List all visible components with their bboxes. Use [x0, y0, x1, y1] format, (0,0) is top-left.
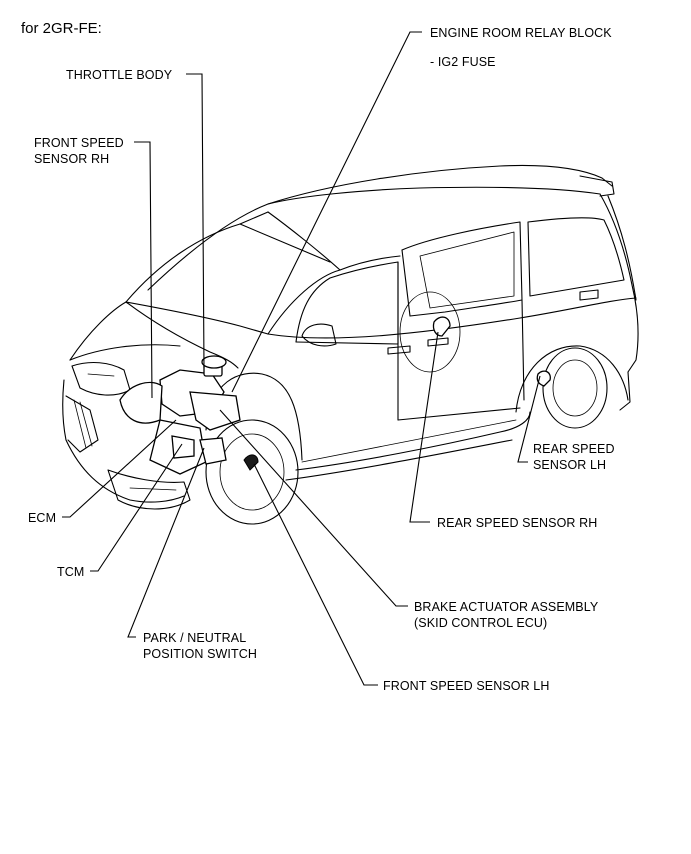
label-engine-room-relay-block: ENGINE ROOM RELAY BLOCK	[430, 26, 612, 40]
leader-brake-actuator	[219, 409, 408, 607]
diagram-header: for 2GR-FE:	[21, 20, 102, 37]
label-ecm: ECM	[28, 511, 57, 525]
leader-rear-speed-sensor-lh	[517, 375, 541, 463]
label-brake-actuator-line1: BRAKE ACTUATOR ASSEMBLY	[414, 600, 599, 614]
engine-components	[119, 355, 241, 475]
sensor-parts	[243, 316, 551, 471]
leader-lines	[62, 31, 541, 686]
label-park-neutral-line2: POSITION SWITCH	[143, 647, 257, 661]
leader-ecm	[62, 419, 177, 518]
leader-park-neutral	[127, 447, 205, 638]
label-brake-actuator-line2: (SKID CONTROL ECU)	[414, 616, 548, 630]
label-front-speed-sensor-rh-line2: SENSOR RH	[34, 152, 110, 166]
leader-rear-speed-sensor-rh	[409, 331, 439, 523]
vehicle-outline	[62, 164, 639, 525]
label-throttle-body: THROTTLE BODY	[66, 68, 173, 82]
leader-front-speed-sensor-rh	[134, 141, 153, 399]
label-front-speed-sensor-rh-line1: FRONT SPEED	[34, 136, 124, 150]
label-rear-speed-sensor-lh-line1: REAR SPEED	[533, 442, 615, 456]
label-park-neutral-line1: PARK / NEUTRAL	[143, 631, 247, 645]
leader-tcm	[90, 443, 183, 572]
leader-engine-room-relay	[231, 31, 422, 393]
label-tcm: TCM	[57, 565, 85, 579]
label-ig2-fuse: - IG2 FUSE	[430, 55, 496, 69]
leader-throttle-body	[186, 73, 205, 369]
leader-front-speed-sensor-lh	[253, 463, 378, 686]
label-front-speed-sensor-lh: FRONT SPEED SENSOR LH	[383, 679, 550, 693]
label-rear-speed-sensor-rh: REAR SPEED SENSOR RH	[437, 516, 598, 530]
label-rear-speed-sensor-lh-line2: SENSOR LH	[533, 458, 607, 472]
